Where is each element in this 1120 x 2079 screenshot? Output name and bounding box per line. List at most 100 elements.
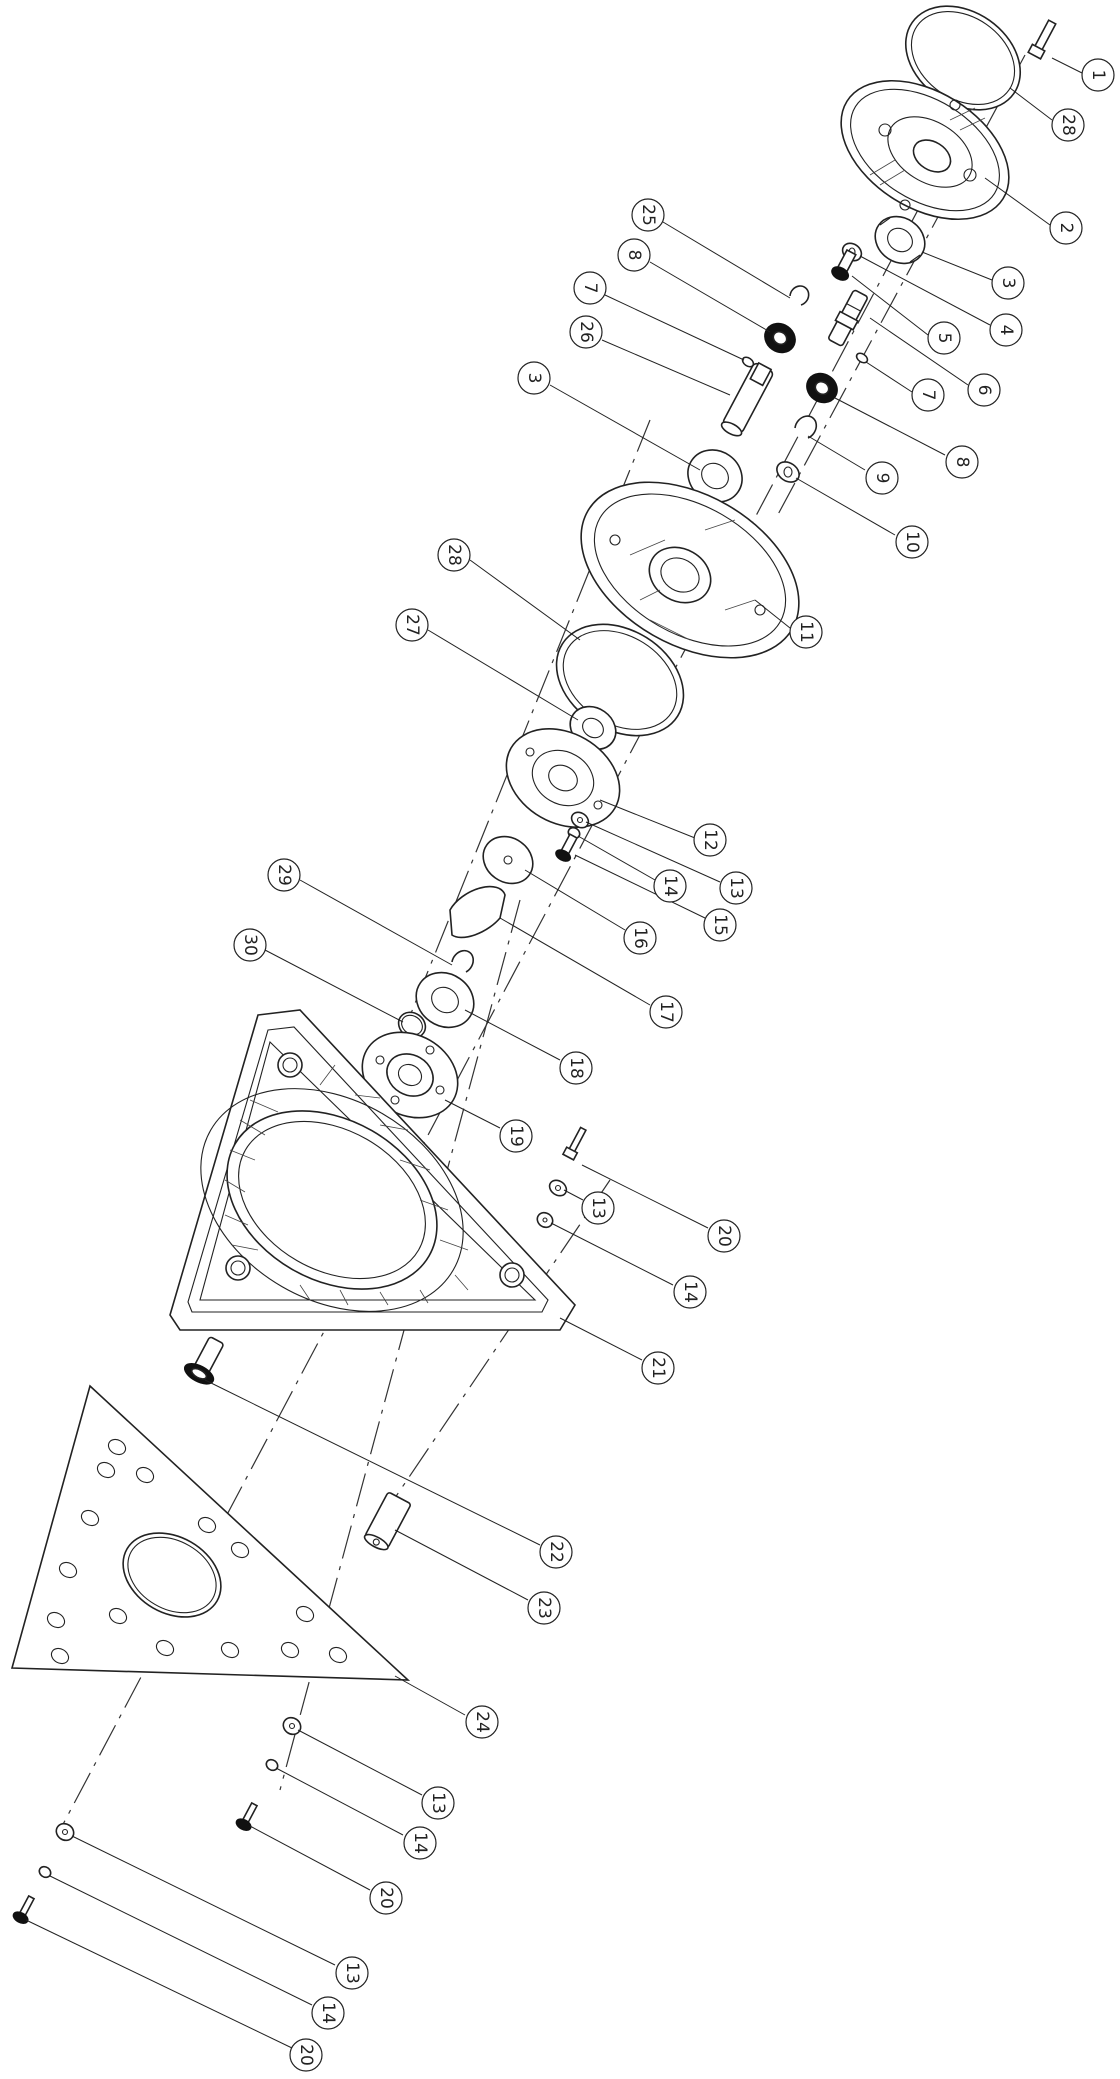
callout-26: 26: [569, 315, 603, 349]
callout-21: 21: [641, 1351, 675, 1385]
callout-7: 7: [911, 378, 945, 412]
callout-label: 23: [534, 1597, 554, 1619]
part-key-7-right: [855, 352, 869, 364]
callout-14-bottom: 14: [311, 1996, 345, 2030]
callout-label: 16: [630, 927, 650, 949]
part-bearing-3-top: [874, 215, 926, 265]
part-lower-housing-11: [580, 481, 800, 659]
callout-18: 18: [559, 1051, 593, 1085]
part-counterweight-17: [449, 885, 506, 939]
callout-label: 13: [726, 877, 746, 899]
callout-2: 2: [1049, 211, 1083, 245]
callout-label: 12: [700, 829, 720, 851]
part-circlip-9: [794, 415, 818, 439]
callout-3-mid: 3: [517, 361, 551, 395]
callout-17: 17: [649, 995, 683, 1029]
part-triangular-base-21: [169, 1009, 576, 1331]
callout-label: 29: [274, 864, 294, 886]
callout-label: 2: [1056, 223, 1076, 234]
callout-label: 13: [342, 1962, 362, 1984]
callout-label: 14: [660, 875, 680, 897]
callout-20: 20: [707, 1219, 741, 1253]
callout-13-bottom: 13: [335, 1956, 369, 1990]
callout-label: 7: [580, 283, 600, 294]
callout-label: 3: [998, 278, 1018, 289]
callout-7-left: 7: [573, 271, 607, 305]
callout-label: 20: [376, 1887, 396, 1909]
callout-13: 13: [719, 871, 753, 905]
callout-1: 1: [1081, 58, 1115, 92]
callout-15: 15: [703, 908, 737, 942]
callout-label: 24: [472, 1711, 492, 1733]
part-screw-20a: [561, 1126, 587, 1161]
callout-14-base: 14: [673, 1275, 707, 1309]
callout-4: 4: [989, 313, 1023, 347]
callout-label: 27: [402, 614, 422, 636]
callout-label: 28: [444, 544, 464, 566]
callout-27: 27: [395, 608, 429, 642]
part-screw-15: [555, 833, 579, 862]
callout-label: 14: [410, 1832, 430, 1854]
callout-label: 13: [428, 1792, 448, 1814]
part-gear-8-right: [806, 372, 838, 404]
callout-label: 18: [566, 1057, 586, 1079]
part-sanding-pad-24: [10, 1384, 411, 1681]
callout-label: 9: [872, 473, 892, 484]
callout-19: 19: [499, 1119, 533, 1153]
callout-14: 14: [653, 869, 687, 903]
callout-23: 23: [527, 1591, 561, 1625]
callout-label: 10: [902, 531, 922, 553]
part-bearing-3-mid: [687, 449, 743, 503]
callout-label: 19: [506, 1125, 526, 1147]
callout-28-mid: 28: [437, 538, 471, 572]
callout-9: 9: [865, 461, 899, 495]
part-screw-20c: [12, 1894, 36, 1924]
callout-label: 11: [796, 621, 816, 643]
part-gear-8-left: [764, 322, 796, 354]
callout-label: 25: [638, 204, 658, 226]
callout-label: 4: [996, 325, 1016, 336]
callout-8: 8: [945, 445, 979, 479]
part-shaft-6: [828, 289, 868, 347]
part-washer-13c: [282, 1716, 302, 1736]
part-disc-16: [482, 835, 534, 885]
callout-label: 20: [714, 1225, 734, 1247]
part-circlip-29: [451, 949, 475, 973]
part-bearing-flange-19: [361, 1031, 459, 1119]
callout-20-lower: 20: [369, 1881, 403, 1915]
callout-label: 30: [240, 934, 260, 956]
callout-label: 6: [974, 385, 994, 396]
callout-label: 28: [1058, 114, 1078, 136]
callout-label: 3: [524, 373, 544, 384]
callout-label: 14: [318, 2002, 338, 2024]
callout-22: 22: [539, 1535, 573, 1569]
callout-label: 26: [576, 321, 596, 343]
callout-label: 8: [952, 457, 972, 468]
callout-label: 15: [710, 914, 730, 936]
callout-label: 21: [648, 1357, 668, 1379]
part-shaft-26: [720, 361, 774, 437]
callout-25: 25: [631, 198, 665, 232]
part-o-ring-28-top: [904, 5, 1022, 111]
callout-13-base: 13: [581, 1191, 615, 1225]
part-flange-12: [505, 728, 621, 828]
callout-3: 3: [991, 266, 1025, 300]
callout-label: 17: [656, 1001, 676, 1023]
callout-24: 24: [465, 1705, 499, 1739]
part-gear-housing-2: [840, 79, 1010, 221]
part-washer-14b: [536, 1211, 554, 1229]
part-washer-14c: [265, 1758, 279, 1772]
callout-label: 7: [918, 390, 938, 401]
callout-16: 16: [623, 921, 657, 955]
callout-14-lower: 14: [403, 1826, 437, 1860]
part-bearing-18: [415, 971, 475, 1029]
callout-label: 13: [588, 1197, 608, 1219]
callout-13-lower: 13: [421, 1786, 455, 1820]
leader-lines: [25, 57, 1083, 2049]
callout-11: 11: [789, 615, 823, 649]
part-washer-13a: [570, 811, 590, 829]
part-screw-20b: [235, 1801, 259, 1831]
callout-28: 28: [1051, 108, 1085, 142]
callout-label: 8: [624, 250, 644, 261]
